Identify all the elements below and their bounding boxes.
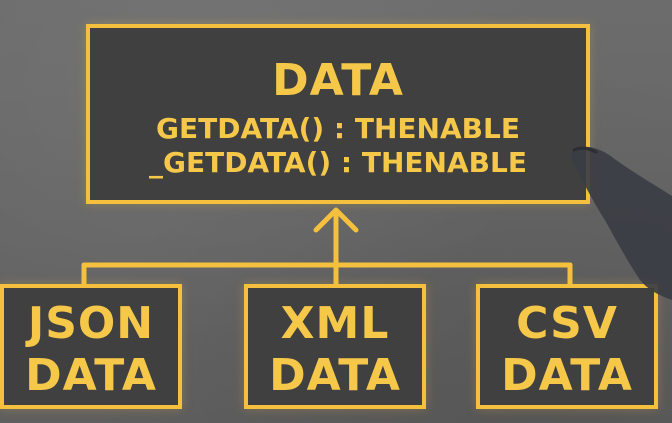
xml-data-box: XML DATA bbox=[244, 284, 426, 409]
parent-class-box: DATA GETDATA() : THENABLE _GETDATA() : T… bbox=[86, 24, 590, 204]
parent-method: _GETDATA() : THENABLE bbox=[149, 146, 527, 179]
child-class-name: JSON bbox=[27, 298, 155, 349]
json-data-box: JSON DATA bbox=[0, 284, 182, 409]
child-class-suffix: DATA bbox=[25, 350, 157, 401]
child-class-name: CSV bbox=[516, 298, 618, 349]
child-class-suffix: DATA bbox=[501, 350, 633, 401]
parent-method: GETDATA() : THENABLE bbox=[156, 112, 520, 145]
csv-data-box: CSV DATA bbox=[476, 284, 658, 409]
parent-class-title: DATA bbox=[272, 55, 404, 106]
child-class-name: XML bbox=[280, 298, 390, 349]
child-class-suffix: DATA bbox=[269, 350, 401, 401]
arrowhead-icon bbox=[313, 207, 359, 233]
